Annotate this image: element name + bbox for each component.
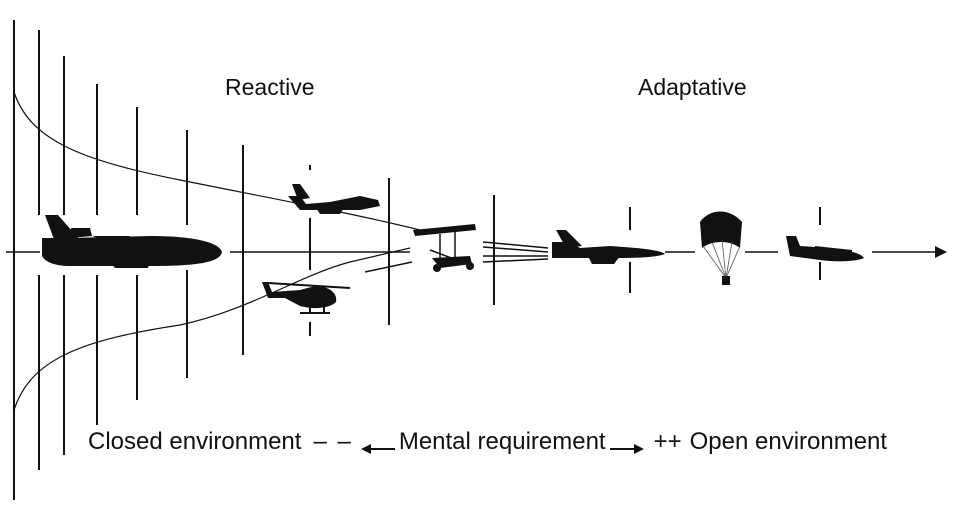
ultralight-trike-icon bbox=[413, 224, 476, 272]
plus-label: ++ bbox=[653, 428, 682, 455]
closed-environment-label: Closed environment bbox=[88, 428, 302, 455]
fan-line-4 bbox=[482, 258, 549, 263]
axis-arrowhead-icon bbox=[935, 246, 947, 258]
glider-icon bbox=[786, 236, 864, 262]
airliner-icon bbox=[42, 215, 222, 268]
adaptative-label: Adaptative bbox=[638, 74, 747, 100]
helicopter-icon bbox=[262, 282, 351, 314]
center-axis bbox=[6, 241, 947, 273]
upper-envelope-curve bbox=[13, 91, 421, 231]
mental-requirement-label: Mental requirement bbox=[398, 428, 606, 455]
paraglider-icon bbox=[700, 211, 742, 285]
fan-line-2 bbox=[482, 246, 549, 253]
right-arrow-icon bbox=[609, 435, 644, 454]
reactive-label: Reactive bbox=[225, 74, 315, 100]
bottom-caption: Closed environment – – Mental requiremen… bbox=[88, 428, 887, 456]
left-arrow-icon bbox=[360, 435, 395, 454]
fan-line-1 bbox=[482, 241, 549, 249]
lower-envelope-curve bbox=[13, 247, 411, 411]
fan-line-5 bbox=[364, 261, 413, 273]
open-environment-label: Open environment bbox=[689, 428, 888, 455]
jet-aircraft-icon bbox=[552, 230, 665, 264]
light-aircraft-icon bbox=[288, 184, 380, 214]
dashes-label: – – bbox=[313, 428, 353, 455]
